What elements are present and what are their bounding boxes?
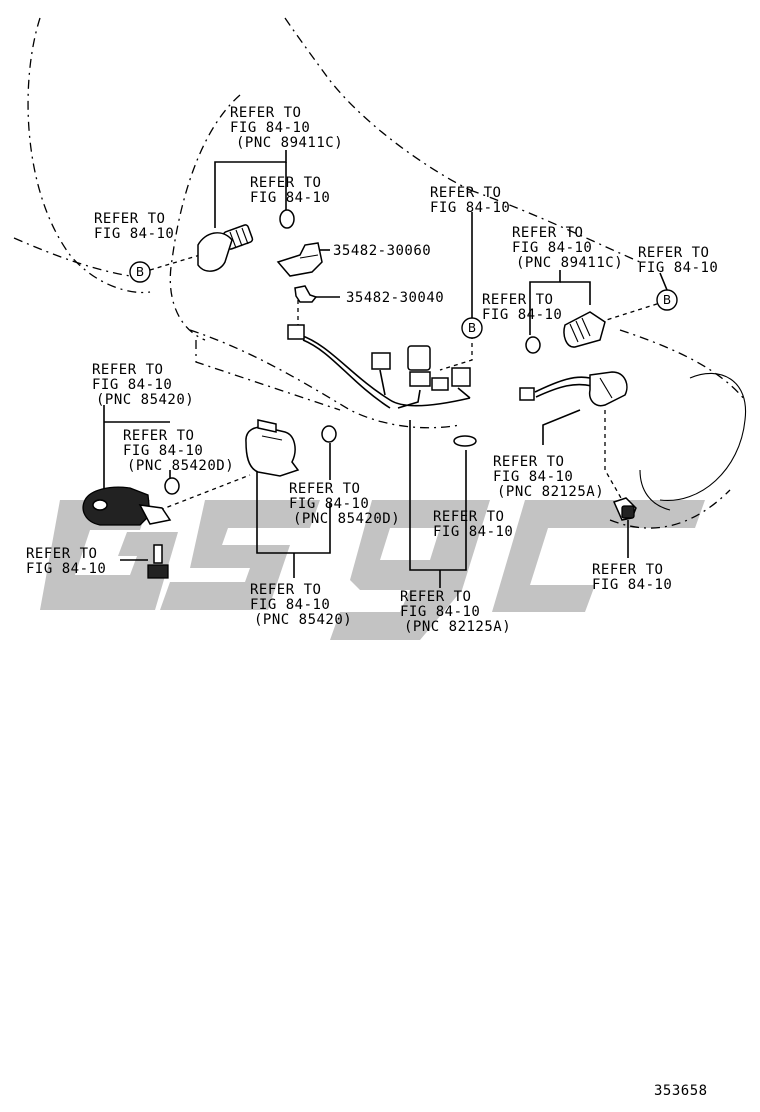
part-right-sensor [563, 311, 606, 348]
diagram-id: 353658 [654, 1083, 708, 1099]
callout-bottom-pnc-85420: REFER TO FIG 84-10 (PNC 85420) [250, 582, 352, 628]
callout-bottom-pnc-82125a: REFER TO FIG 84-10 (PNC 82125A) [400, 589, 511, 635]
part-center-solenoid [245, 419, 300, 477]
outline-lines [13, 17, 747, 529]
part-number-bracket: 35482-30060 [333, 243, 431, 259]
part-wire-harness [287, 324, 471, 409]
o-ring-center [453, 435, 477, 447]
part-clamp-35482-30040 [294, 285, 318, 303]
dotted-leaders [149, 254, 661, 511]
callout-left-pnc-85420d: REFER TO FIG 84-10 (PNC 85420D) [123, 428, 234, 474]
callout-center-fig: REFER TO FIG 84-10 [433, 509, 513, 540]
callout-right-fig: REFER TO FIG 84-10 [482, 292, 562, 323]
part-left-solenoid [82, 486, 172, 526]
callout-right-pnc-89411c: REFER TO FIG 84-10 (PNC 89411C) [512, 225, 623, 271]
bubble-b-right: B [656, 289, 678, 311]
bubble-b-left: B [129, 261, 151, 283]
o-ring-right [525, 336, 541, 354]
bubble-b-mid: B [461, 317, 483, 339]
bubble-b-mid-label: B [468, 321, 476, 335]
o-ring-center-left [321, 425, 337, 443]
callout-bolt-right: REFER TO FIG 84-10 [592, 562, 672, 593]
callout-center-pnc-85420d: REFER TO FIG 84-10 (PNC 85420D) [289, 481, 400, 527]
bubble-b-right-label: B [663, 293, 671, 307]
callout-right-pnc-82125a: REFER TO FIG 84-10 (PNC 82125A) [493, 454, 604, 500]
leader-lines [103, 150, 668, 588]
o-ring-left [164, 477, 180, 495]
part-bolt-left [147, 544, 169, 579]
part-bolt-right [612, 497, 637, 521]
part-speed-sensor-right [519, 371, 628, 407]
callout-bolt-left: REFER TO FIG 84-10 [26, 546, 106, 577]
callout-left-pnc-85420: REFER TO FIG 84-10 (PNC 85420) [92, 362, 194, 408]
part-number-clamp: 35482-30040 [346, 290, 444, 306]
callout-mid-b: REFER TO FIG 84-10 [430, 185, 510, 216]
callout-top-fig: REFER TO FIG 84-10 [250, 175, 330, 206]
o-ring-upper [279, 209, 295, 229]
bubble-b-left-label: B [136, 265, 144, 279]
callout-top-pnc-89411c: REFER TO FIG 84-10 (PNC 89411C) [230, 105, 343, 151]
callout-far-right-b: REFER TO FIG 84-10 [638, 245, 718, 276]
part-bracket-35482-30060 [276, 242, 323, 277]
part-upper-left-sensor [197, 224, 254, 272]
callout-left-b: REFER TO FIG 84-10 [94, 211, 174, 242]
